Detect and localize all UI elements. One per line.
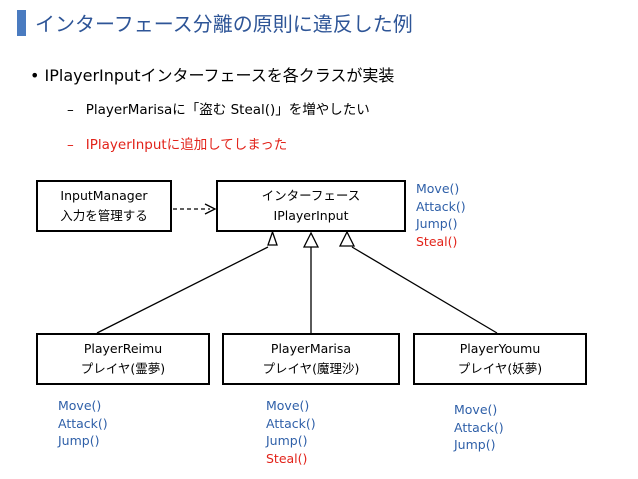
youmu-implements-line (351, 246, 498, 334)
marisa-class-name: PlayerMarisa (270, 341, 352, 356)
player-reimu-box: PlayerReimu プレイヤ(霊夢) (36, 333, 210, 385)
marisa-description: プレイヤ(魔理沙) (262, 361, 360, 376)
reimu-method: Move() (58, 398, 102, 413)
reimu-class-name: PlayerReimu (83, 341, 163, 356)
youmu-method: Move() (454, 402, 498, 417)
interface-box: インターフェース IPlayerInput (216, 180, 406, 232)
interface-method: Jump() (416, 216, 458, 231)
marisa-method: Move() (266, 398, 310, 413)
youmu-class-name: PlayerYoumu (459, 341, 541, 356)
interface-stereotype: インターフェース (261, 188, 361, 203)
interface-methods: Move() Attack() Jump() Steal() (416, 180, 466, 250)
youmu-method: Attack() (454, 419, 504, 435)
interface-name: IPlayerInput (273, 208, 349, 223)
marisa-added-method: Steal() (266, 450, 308, 466)
main-bullet: • IPlayerInputインターフェースを各クラスが実装 (30, 62, 394, 86)
marisa-method: Jump() (266, 433, 308, 448)
realization-triangle-center (302, 231, 320, 248)
interface-method: Attack() (416, 198, 466, 214)
input-manager-description: 入力を管理する (60, 208, 148, 223)
slide-title: インターフェース分離の原則に違反した例 (35, 12, 413, 36)
reimu-methods: Move() Attack() Jump() (58, 397, 108, 450)
dash-symbol: – (67, 102, 74, 118)
interface-method: Move() (416, 181, 460, 196)
main-bullet-text: IPlayerInputインターフェースを各クラスが実装 (44, 66, 395, 85)
bullet-symbol: • (30, 66, 40, 85)
interface-added-method: Steal() (416, 233, 458, 249)
realization-triangle-right (338, 230, 356, 247)
sub-bullet-2-text: IPlayerInputに追加してしまった (85, 137, 288, 153)
dash-symbol: – (67, 137, 74, 153)
reimu-method: Jump() (58, 433, 100, 448)
player-marisa-box: PlayerMarisa プレイヤ(魔理沙) (222, 333, 400, 385)
title-accent-bar (17, 10, 26, 36)
sub-bullet-2: –IPlayerInputに追加してしまった (67, 133, 287, 153)
input-manager-box: InputManager 入力を管理する (36, 180, 172, 232)
reimu-method: Attack() (58, 415, 108, 431)
sub-bullet-1: –PlayerMarisaに「盗む Steal()」を増やしたい (67, 98, 370, 118)
youmu-methods: Move() Attack() Jump() (454, 401, 504, 454)
player-youmu-box: PlayerYoumu プレイヤ(妖夢) (413, 333, 587, 385)
reimu-description: プレイヤ(霊夢) (80, 361, 166, 376)
sub-bullet-1-text: PlayerMarisaに「盗む Steal()」を増やしたい (85, 102, 370, 118)
marisa-method: Attack() (266, 415, 316, 431)
dependency-arrow-head (204, 203, 217, 215)
realization-triangle-left (267, 230, 278, 246)
reimu-implements-line (96, 246, 269, 334)
youmu-description: プレイヤ(妖夢) (457, 361, 543, 376)
youmu-method: Jump() (454, 437, 496, 452)
input-manager-class-name: InputManager (60, 188, 148, 203)
marisa-methods: Move() Attack() Jump() Steal() (266, 397, 316, 467)
